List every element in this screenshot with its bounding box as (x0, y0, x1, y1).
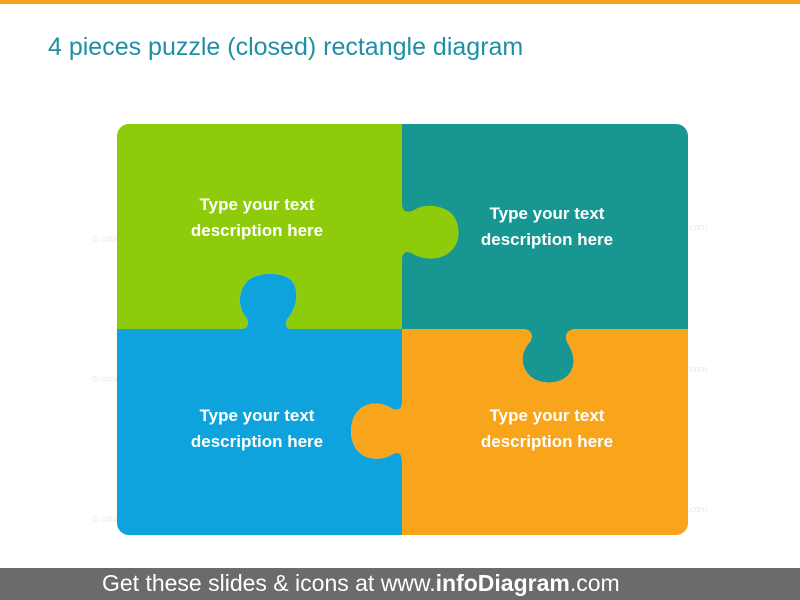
piece-text-top-left: Type your text description here (157, 192, 357, 244)
puzzle-piece-top-left (117, 124, 459, 329)
piece-text-line: Type your text (199, 195, 315, 214)
piece-text-top-right: Type your text description here (447, 201, 647, 253)
piece-text-line: description here (480, 230, 614, 249)
piece-text-line: description here (480, 432, 614, 451)
piece-text-line: description here (190, 432, 324, 451)
top-accent-bar (0, 0, 800, 4)
piece-text-line: description here (190, 221, 324, 240)
piece-text-line: Type your text (199, 406, 315, 425)
footer-brand: infoDiagram (435, 570, 570, 596)
piece-text-line: Type your text (489, 406, 605, 425)
footer-suffix: .com (569, 570, 620, 596)
puzzle-piece-bottom-left (117, 273, 402, 535)
footer-bar: Get these slides & icons at www.infoDiag… (0, 568, 800, 600)
piece-text-bottom-left: Type your text description here (157, 403, 357, 455)
puzzle-piece-bottom-right (351, 329, 688, 535)
footer-prefix: Get these slides & icons at www. (102, 570, 436, 596)
puzzle-piece-top-right (352, 124, 688, 383)
page-title: 4 pieces puzzle (closed) rectangle diagr… (48, 33, 524, 61)
footer-link[interactable]: Get these slides & icons at www.infoDiag… (102, 570, 620, 597)
piece-text-line: Type your text (489, 204, 605, 223)
piece-text-bottom-right: Type your text description here (447, 403, 647, 455)
